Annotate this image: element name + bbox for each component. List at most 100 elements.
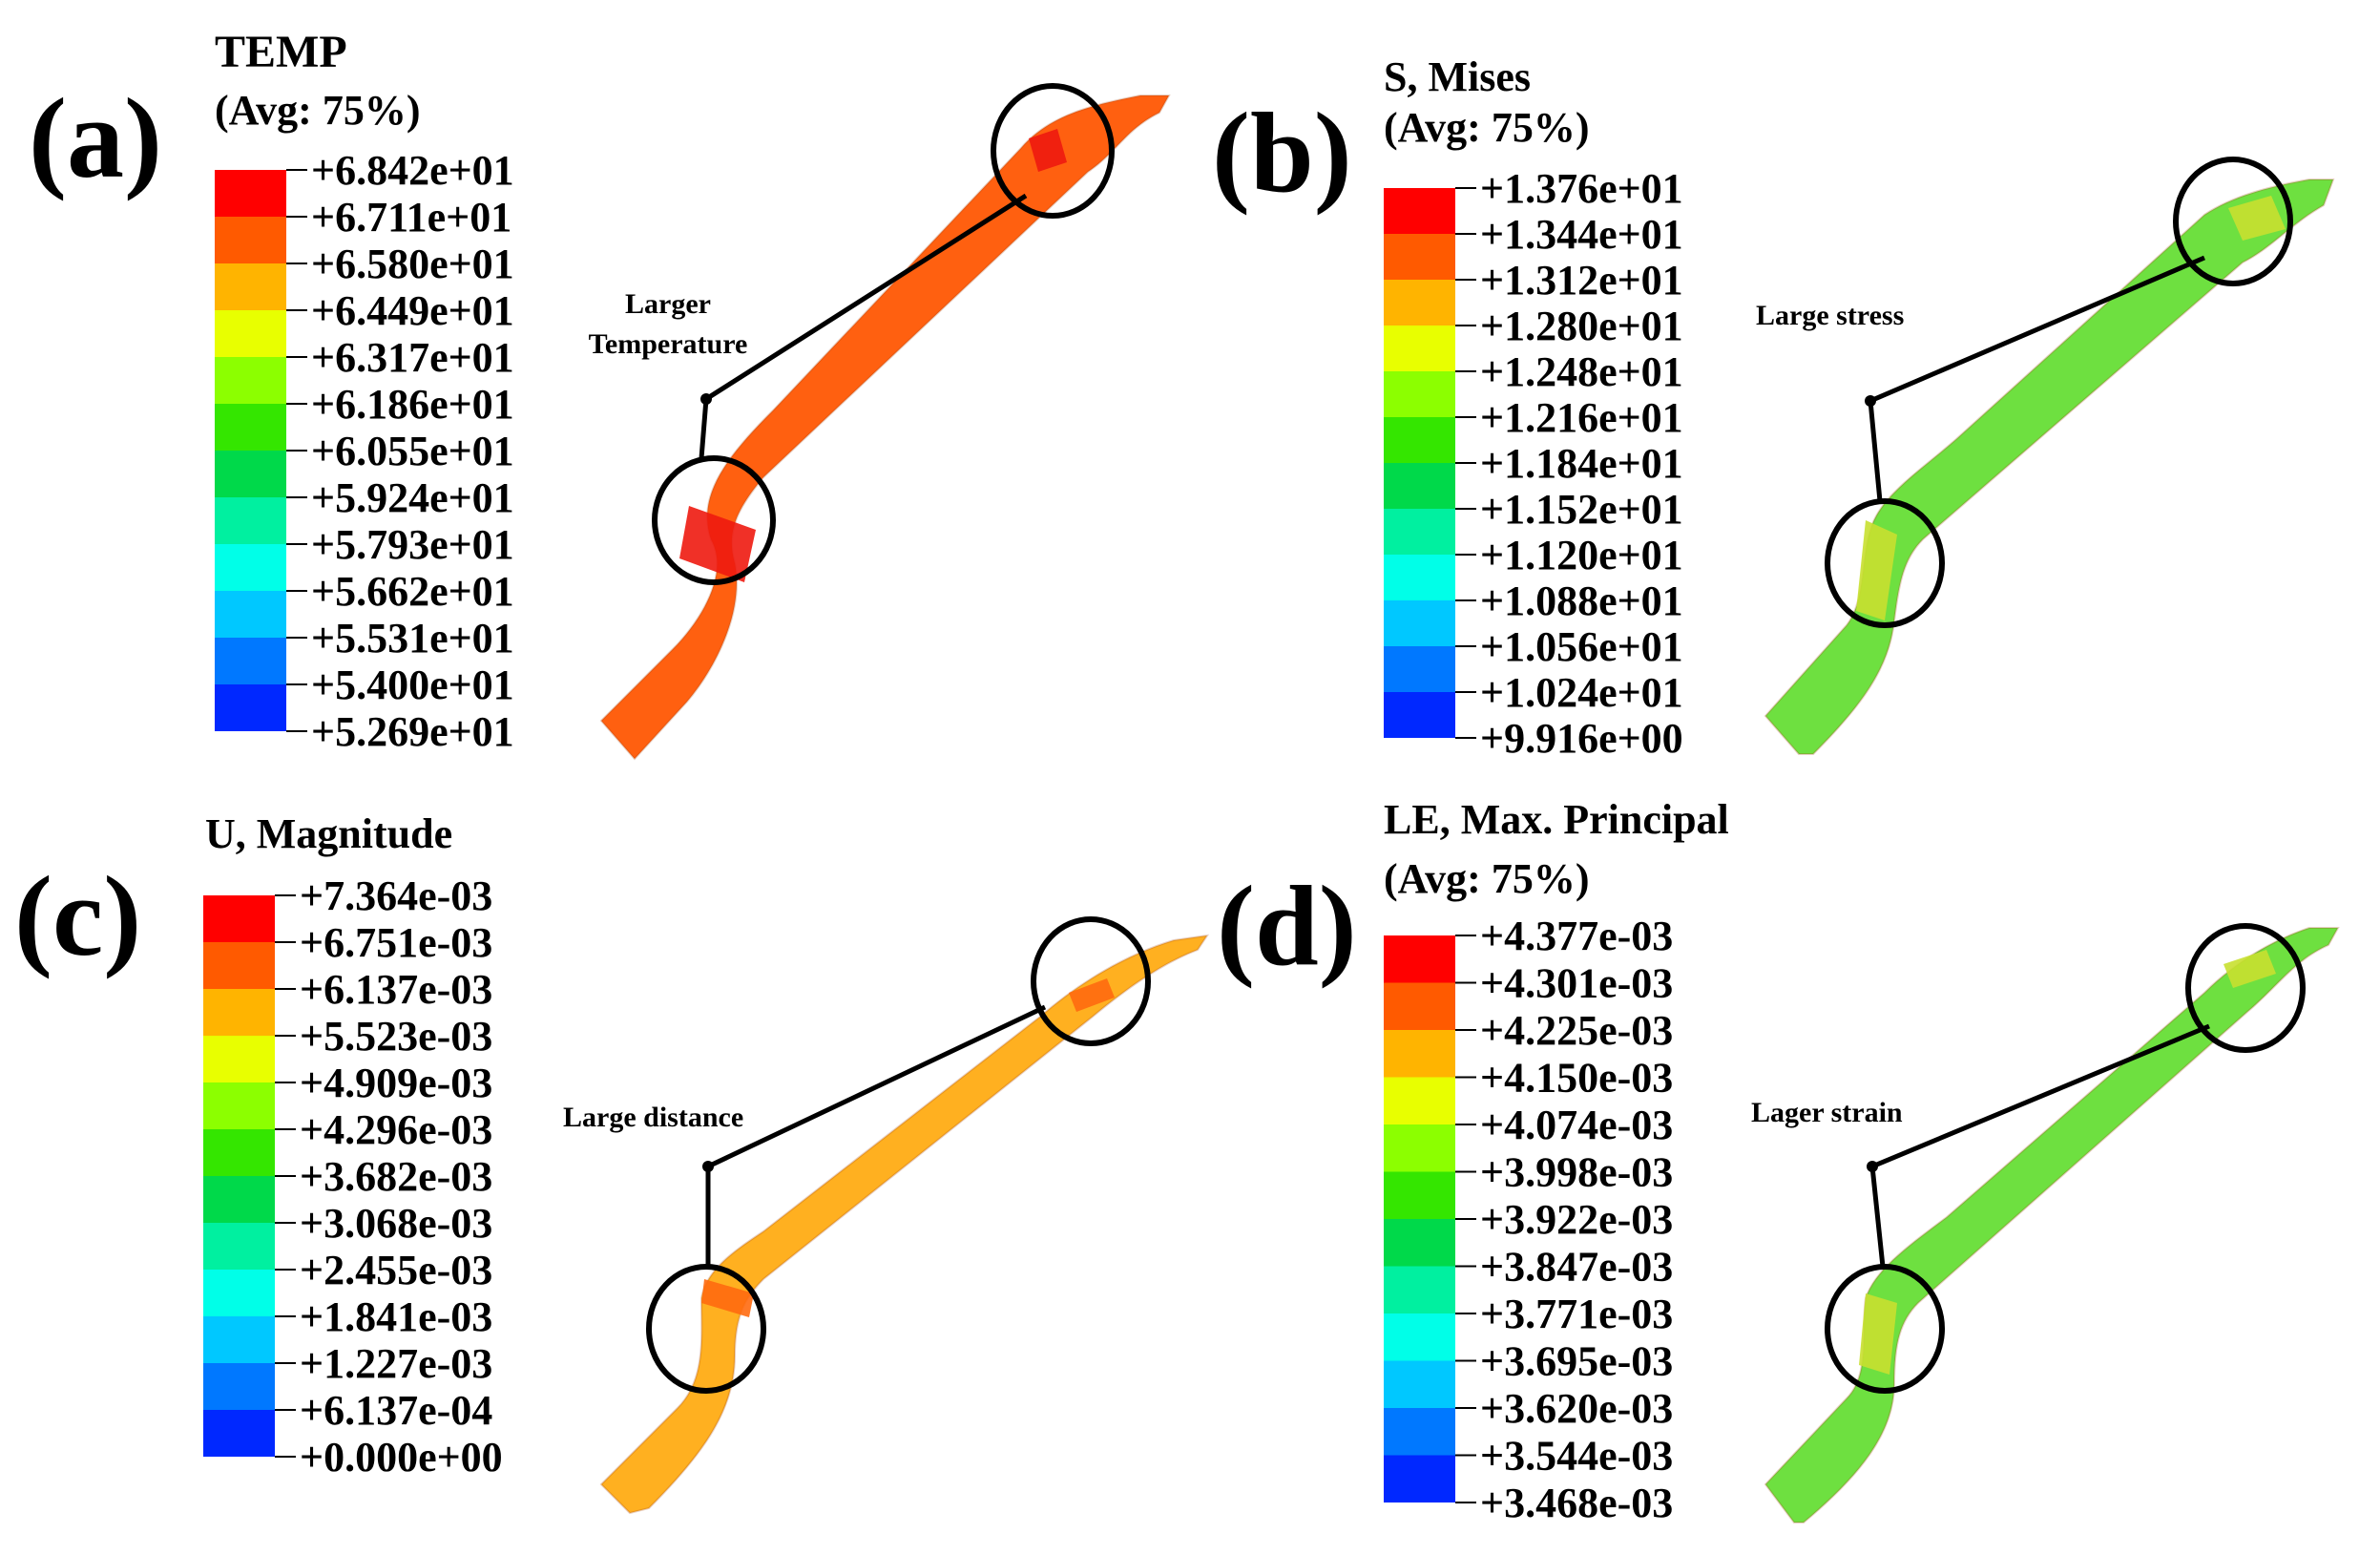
legend-swatch bbox=[1384, 326, 1455, 371]
legend-swatch bbox=[1384, 1266, 1455, 1313]
legend-tick-label: +1.344e+01 bbox=[1480, 211, 1683, 258]
legend-swatch bbox=[203, 989, 275, 1036]
panel-d: (d) LE, Max. Principal (Avg: 75%) +4.377… bbox=[1217, 796, 2340, 1526]
legend-tick-label: +5.400e+01 bbox=[311, 662, 514, 708]
legend-tick-label: +3.771e-03 bbox=[1480, 1291, 1673, 1337]
deformed-strip bbox=[599, 934, 1210, 1515]
legend-title: U, Magnitude bbox=[205, 810, 452, 857]
panel-b: (b) S, Mises (Avg: 75%) +1.376e+01+1.344… bbox=[1212, 53, 2335, 762]
legend-tick-label: +0.000e+00 bbox=[300, 1434, 503, 1481]
legend-tick-label: +1.056e+01 bbox=[1480, 623, 1683, 670]
legend-tick-label: +1.841e-03 bbox=[300, 1293, 492, 1340]
legend-swatch bbox=[1384, 1124, 1455, 1172]
callout-circle-lower bbox=[652, 455, 776, 585]
color-legend: +4.377e-03+4.301e-03+4.225e-03+4.150e-03… bbox=[1384, 913, 1673, 1526]
legend-subtitle: (Avg: 75%) bbox=[215, 87, 420, 134]
hotspot-band-lower bbox=[1856, 520, 1897, 620]
legend-swatch bbox=[203, 1082, 275, 1129]
panel-label: (d) bbox=[1217, 862, 1357, 989]
callout-node bbox=[1867, 1161, 1878, 1172]
legend-tick-label: +4.301e-03 bbox=[1480, 960, 1673, 1007]
legend-tick-label: +5.662e+01 bbox=[311, 568, 514, 615]
legend-tick-label: +6.842e+01 bbox=[311, 147, 514, 194]
legend-tick-label: +6.317e+01 bbox=[311, 334, 514, 381]
deformed-strip bbox=[599, 95, 1171, 761]
annotation-line-1: Lager strain bbox=[1751, 1097, 1903, 1128]
legend-tick-label: +4.150e-03 bbox=[1480, 1055, 1673, 1102]
legend-tick-label: +4.074e-03 bbox=[1480, 1102, 1673, 1148]
legend-tick-label: +7.364e-03 bbox=[300, 872, 492, 919]
color-legend: +1.376e+01+1.344e+01+1.312e+01+1.280e+01… bbox=[1384, 165, 1683, 762]
legend-swatch bbox=[1384, 1171, 1455, 1219]
legend-tick-label: +6.580e+01 bbox=[311, 241, 514, 287]
legend-swatch bbox=[203, 1270, 275, 1316]
legend-swatch bbox=[203, 1223, 275, 1270]
legend-tick-label: +3.620e-03 bbox=[1480, 1385, 1673, 1432]
legend-tick-label: +6.449e+01 bbox=[311, 287, 514, 334]
legend-swatch bbox=[203, 1129, 275, 1176]
legend-swatch bbox=[215, 684, 286, 731]
hotspot-band-upper bbox=[1029, 129, 1067, 172]
legend-tick-label: +3.544e-03 bbox=[1480, 1433, 1673, 1480]
legend-swatch bbox=[215, 310, 286, 357]
legend-swatch bbox=[1384, 646, 1455, 692]
legend-swatch bbox=[1384, 234, 1455, 280]
hotspot-band-upper bbox=[1069, 978, 1115, 1012]
hotspot-band-lower bbox=[701, 1279, 754, 1317]
legend-swatch bbox=[215, 217, 286, 263]
panel-label: (c) bbox=[14, 852, 141, 979]
legend-tick-label: +1.184e+01 bbox=[1480, 440, 1683, 487]
legend-swatch bbox=[215, 638, 286, 684]
deformed-strip bbox=[1764, 179, 2335, 755]
legend-tick-label: +1.312e+01 bbox=[1480, 257, 1683, 304]
callout-circle-upper bbox=[2185, 923, 2306, 1053]
legend-swatch bbox=[1384, 188, 1455, 234]
legend-swatch bbox=[1384, 555, 1455, 600]
legend-tick-label: +5.523e-03 bbox=[300, 1013, 492, 1060]
legend-swatch bbox=[215, 263, 286, 310]
legend-tick-label: +4.377e-03 bbox=[1480, 913, 1673, 959]
legend-swatch bbox=[215, 451, 286, 497]
legend-title: LE, Max. Principal bbox=[1384, 796, 1729, 843]
legend-tick-label: +6.711e+01 bbox=[311, 194, 511, 241]
legend-tick-label: +1.216e+01 bbox=[1480, 394, 1683, 441]
annotation-line-1: Larger bbox=[625, 288, 711, 320]
legend-swatch bbox=[203, 1176, 275, 1223]
legend-tick-label: +3.068e-03 bbox=[300, 1200, 492, 1247]
panel-label: (b) bbox=[1212, 89, 1352, 216]
callout-circle-lower bbox=[1825, 1264, 1945, 1394]
legend-swatch bbox=[203, 1316, 275, 1363]
legend-tick-label: +1.280e+01 bbox=[1480, 303, 1683, 349]
legend-swatch bbox=[1384, 371, 1455, 417]
legend-tick-label: +5.269e+01 bbox=[311, 708, 514, 755]
legend-title: TEMP bbox=[215, 27, 347, 77]
legend-tick-label: +6.751e-03 bbox=[300, 919, 492, 966]
legend-tick-label: +4.225e-03 bbox=[1480, 1007, 1673, 1054]
callout-circle-upper bbox=[991, 83, 1115, 219]
legend-subtitle: (Avg: 75%) bbox=[1384, 104, 1589, 151]
legend-swatch bbox=[1384, 1455, 1455, 1502]
legend-swatch bbox=[1384, 935, 1455, 983]
annotation-line-1: Large stress bbox=[1756, 300, 1904, 331]
legend-tick-label: +2.455e-03 bbox=[300, 1247, 492, 1293]
hotspot-band-lower bbox=[1859, 1293, 1897, 1375]
legend-swatch bbox=[1384, 1360, 1455, 1408]
callout-circle-lower bbox=[1825, 498, 1945, 628]
legend-subtitle: (Avg: 75%) bbox=[1384, 855, 1589, 902]
legend-tick-label: +1.088e+01 bbox=[1480, 578, 1683, 624]
legend-swatch bbox=[1384, 280, 1455, 326]
hotspot-band-upper bbox=[2228, 196, 2286, 241]
callout-node bbox=[702, 1161, 714, 1172]
annotation-line-2: Temperature bbox=[589, 328, 748, 360]
panel-c: (c) U, Magnitude +7.364e-03+6.751e-03+6.… bbox=[14, 810, 1210, 1515]
legend-swatch bbox=[1384, 982, 1455, 1030]
legend-tick-label: +3.998e-03 bbox=[1480, 1149, 1673, 1196]
legend-swatch bbox=[1384, 692, 1455, 738]
legend-tick-label: +3.695e-03 bbox=[1480, 1338, 1673, 1385]
legend-swatch bbox=[203, 1363, 275, 1410]
legend-tick-label: +1.152e+01 bbox=[1480, 486, 1683, 533]
legend-swatch bbox=[203, 1410, 275, 1457]
legend-tick-label: +1.376e+01 bbox=[1480, 165, 1683, 212]
